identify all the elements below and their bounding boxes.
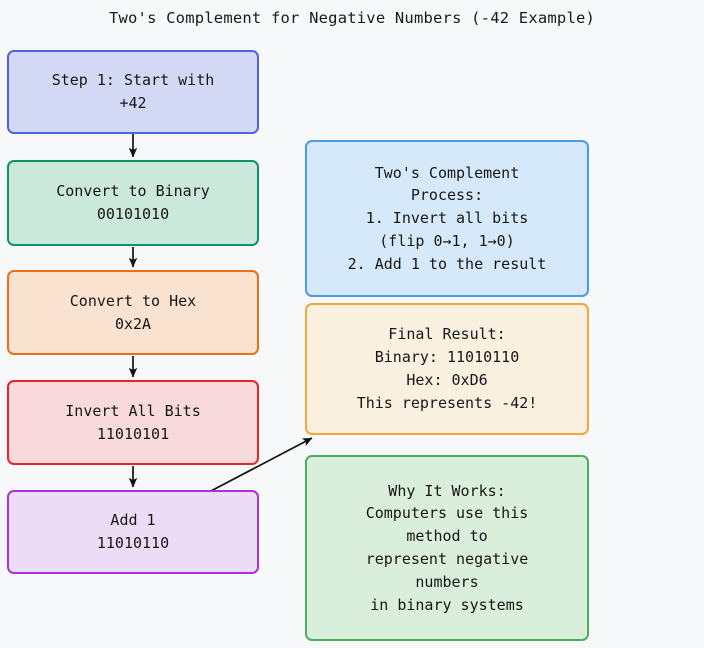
node-convert-to-hex[interactable]: Convert to Hex 0x2A	[7, 270, 259, 355]
diagram-title: Two's Complement for Negative Numbers (-…	[108, 9, 596, 27]
node-step-1-start-with-42[interactable]: Step 1: Start with +42	[7, 50, 259, 134]
node-why-it-works[interactable]: Why It Works: Computers use this method …	[305, 455, 589, 641]
node-invert-all-bits[interactable]: Invert All Bits 11010101	[7, 380, 259, 465]
node-convert-to-binary[interactable]: Convert to Binary 00101010	[7, 160, 259, 246]
node-add-one[interactable]: Add 1 11010110	[7, 490, 259, 574]
node-twos-complement-process[interactable]: Two's Complement Process: 1. Invert all …	[305, 140, 589, 297]
node-final-result[interactable]: Final Result: Binary: 11010110 Hex: 0xD6…	[305, 303, 589, 435]
